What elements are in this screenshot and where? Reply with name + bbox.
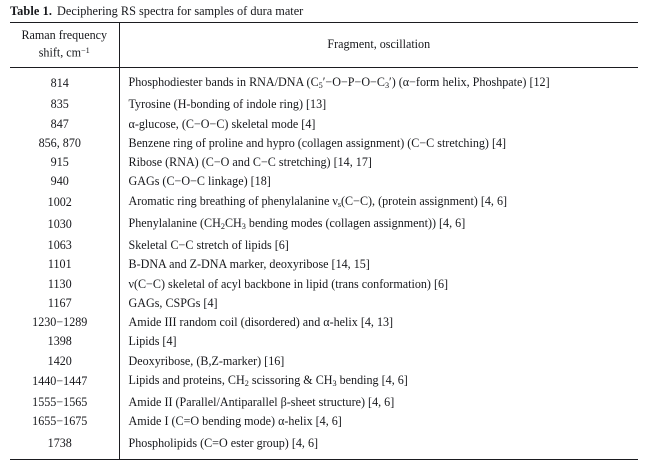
cell-raman-shift: 1167 xyxy=(10,293,120,314)
table-row: 856, 870 Benzene ring of proline and hypr… xyxy=(10,133,638,154)
cell-raman-shift: 1130 xyxy=(10,274,120,294)
cell-fragment-oscillation: α-glucose, (C−O−C) skeletal mode [4] xyxy=(128,116,316,131)
cell-fragment-oscillation: GAGs, CSPGs [4] xyxy=(128,295,218,310)
cell-fragment-oscillation: Phosphodiester bands in RNA/DNA (C5′−O−P… xyxy=(128,74,550,90)
cell-raman-shift: 1420 xyxy=(10,351,120,372)
table-caption-label: Table 1. xyxy=(10,4,53,18)
cell-raman-shift: 847 xyxy=(10,114,120,134)
cell-raman-shift: 835 xyxy=(10,95,120,115)
table-page: Table 1. Deciphering RS spectra for sampl… xyxy=(10,3,638,460)
cell-raman-shift: 1101 xyxy=(10,255,120,275)
table-row: 835 Tyrosine (H-bonding of indole ring) [… xyxy=(10,95,638,115)
table-row: 1440−1447 Lipids and proteins, CH2 scisso… xyxy=(10,371,638,394)
cell-raman-shift: 856, 870 xyxy=(10,133,120,154)
table-container: Raman frequency shift, cm−1 Fragment, os… xyxy=(10,22,638,460)
column-header-fragment: Fragment, oscillation xyxy=(119,23,638,69)
cell-raman-shift: 940 xyxy=(10,172,120,192)
cell-raman-shift: 1002 xyxy=(10,191,120,214)
cell-fragment-oscillation: Amide I (C=O bending mode) α-helix [4, 6… xyxy=(128,414,342,429)
column-header-raman-shift: Raman frequency shift, cm−1 xyxy=(10,23,120,69)
table-body: 814 Phosphodiester bands in RNA/DNA (C5′−… xyxy=(10,67,638,459)
cell-fragment-oscillation: Skeletal C−C stretch of lipids [6] xyxy=(128,237,289,252)
table-caption: Table 1. Deciphering RS spectra for sampl… xyxy=(10,3,638,19)
column-header-raman-shift-line2: shift, cm xyxy=(38,45,82,60)
cell-raman-shift: 1030 xyxy=(10,213,120,236)
cell-fragment-oscillation: Benzene ring of proline and hypro (colla… xyxy=(128,135,507,150)
table-row: 1398 Lipids [4] xyxy=(10,332,638,352)
cell-fragment-oscillation: Deoxyribose, (B,Z-marker) [16] xyxy=(128,353,285,368)
cell-fragment-oscillation: Tyrosine (H-bonding of indole ring) [13] xyxy=(128,97,327,112)
cell-raman-shift: 1063 xyxy=(10,235,120,256)
rs-spectra-table: Raman frequency shift, cm−1 Fragment, os… xyxy=(10,23,638,459)
column-header-raman-shift-exponent: −1 xyxy=(81,46,90,56)
table-row: 1655−1675 Amide I (C=O bending mode) α-he… xyxy=(10,412,638,432)
cell-fragment-oscillation: Amide II (Parallel/Antiparallel β-sheet … xyxy=(128,395,395,410)
table-header-row: Raman frequency shift, cm−1 Fragment, os… xyxy=(10,23,638,69)
table-row: 1738 Phospholipids (C=O ester group) [4, … xyxy=(10,431,638,459)
cell-raman-shift: 1398 xyxy=(10,332,120,352)
cell-fragment-oscillation: ν(C−C) skeletal of acyl backbone in lipi… xyxy=(128,276,449,291)
table-row: 1130 ν(C−C) skeletal of acyl backbone in … xyxy=(10,274,638,294)
cell-raman-shift: 1738 xyxy=(10,431,120,459)
cell-fragment-oscillation: Aromatic ring breathing of phenylalanine… xyxy=(128,193,508,209)
cell-fragment-oscillation: Lipids and proteins, CH2 scissoring & CH… xyxy=(128,373,408,388)
cell-raman-shift: 1440−1447 xyxy=(10,371,120,394)
table-row: 1420 Deoxyribose, (B,Z-marker) [16] xyxy=(10,351,638,372)
table-row: 1002 Aromatic ring breathing of phenylala… xyxy=(10,191,638,214)
table-row: 1063 Skeletal C−C stretch of lipids [6] xyxy=(10,235,638,256)
table-header: Raman frequency shift, cm−1 Fragment, os… xyxy=(10,23,638,69)
table-caption-text: Deciphering RS spectra for samples of du… xyxy=(57,4,304,18)
table-row: 1101 B-DNA and Z-DNA marker, deoxyribose … xyxy=(10,255,638,275)
cell-raman-shift: 1555−1565 xyxy=(10,393,120,413)
cell-fragment-oscillation: GAGs (C−O−C linkage) [18] xyxy=(128,174,271,189)
cell-fragment-oscillation: B-DNA and Z-DNA marker, deoxyribose [14,… xyxy=(128,257,370,272)
cell-raman-shift: 1655−1675 xyxy=(10,412,120,432)
table-row: 940 GAGs (C−O−C linkage) [18] xyxy=(10,172,638,192)
table-row: 1555−1565 Amide II (Parallel/Antiparallel… xyxy=(10,393,638,413)
cell-fragment-oscillation: Ribose (RNA) (C−O and C−C stretching) [1… xyxy=(128,155,372,170)
table-row: 1230−1289 Amide III random coil (disorder… xyxy=(10,313,638,333)
table-row: 814 Phosphodiester bands in RNA/DNA (C5′−… xyxy=(10,67,638,96)
table-row: 915 Ribose (RNA) (C−O and C−C stretching)… xyxy=(10,153,638,173)
table-row: 1167 GAGs, CSPGs [4] xyxy=(10,293,638,314)
cell-fragment-oscillation: Amide III random coil (disordered) and α… xyxy=(128,315,394,330)
table-row: 1030 Phenylalanine (CH2CH3 bending modes … xyxy=(10,213,638,236)
cell-raman-shift: 915 xyxy=(10,153,120,173)
cell-fragment-oscillation: Phenylalanine (CH2CH3 bending modes (col… xyxy=(128,215,466,231)
cell-raman-shift: 1230−1289 xyxy=(10,313,120,333)
cell-fragment-oscillation: Phospholipids (C=O ester group) [4, 6] xyxy=(128,435,319,450)
cell-raman-shift: 814 xyxy=(10,67,120,96)
table-row: 847 α-glucose, (C−O−C) skeletal mode [4] xyxy=(10,114,638,134)
column-header-raman-shift-line1: Raman frequency xyxy=(21,28,108,42)
cell-fragment-oscillation: Lipids [4] xyxy=(128,334,177,349)
